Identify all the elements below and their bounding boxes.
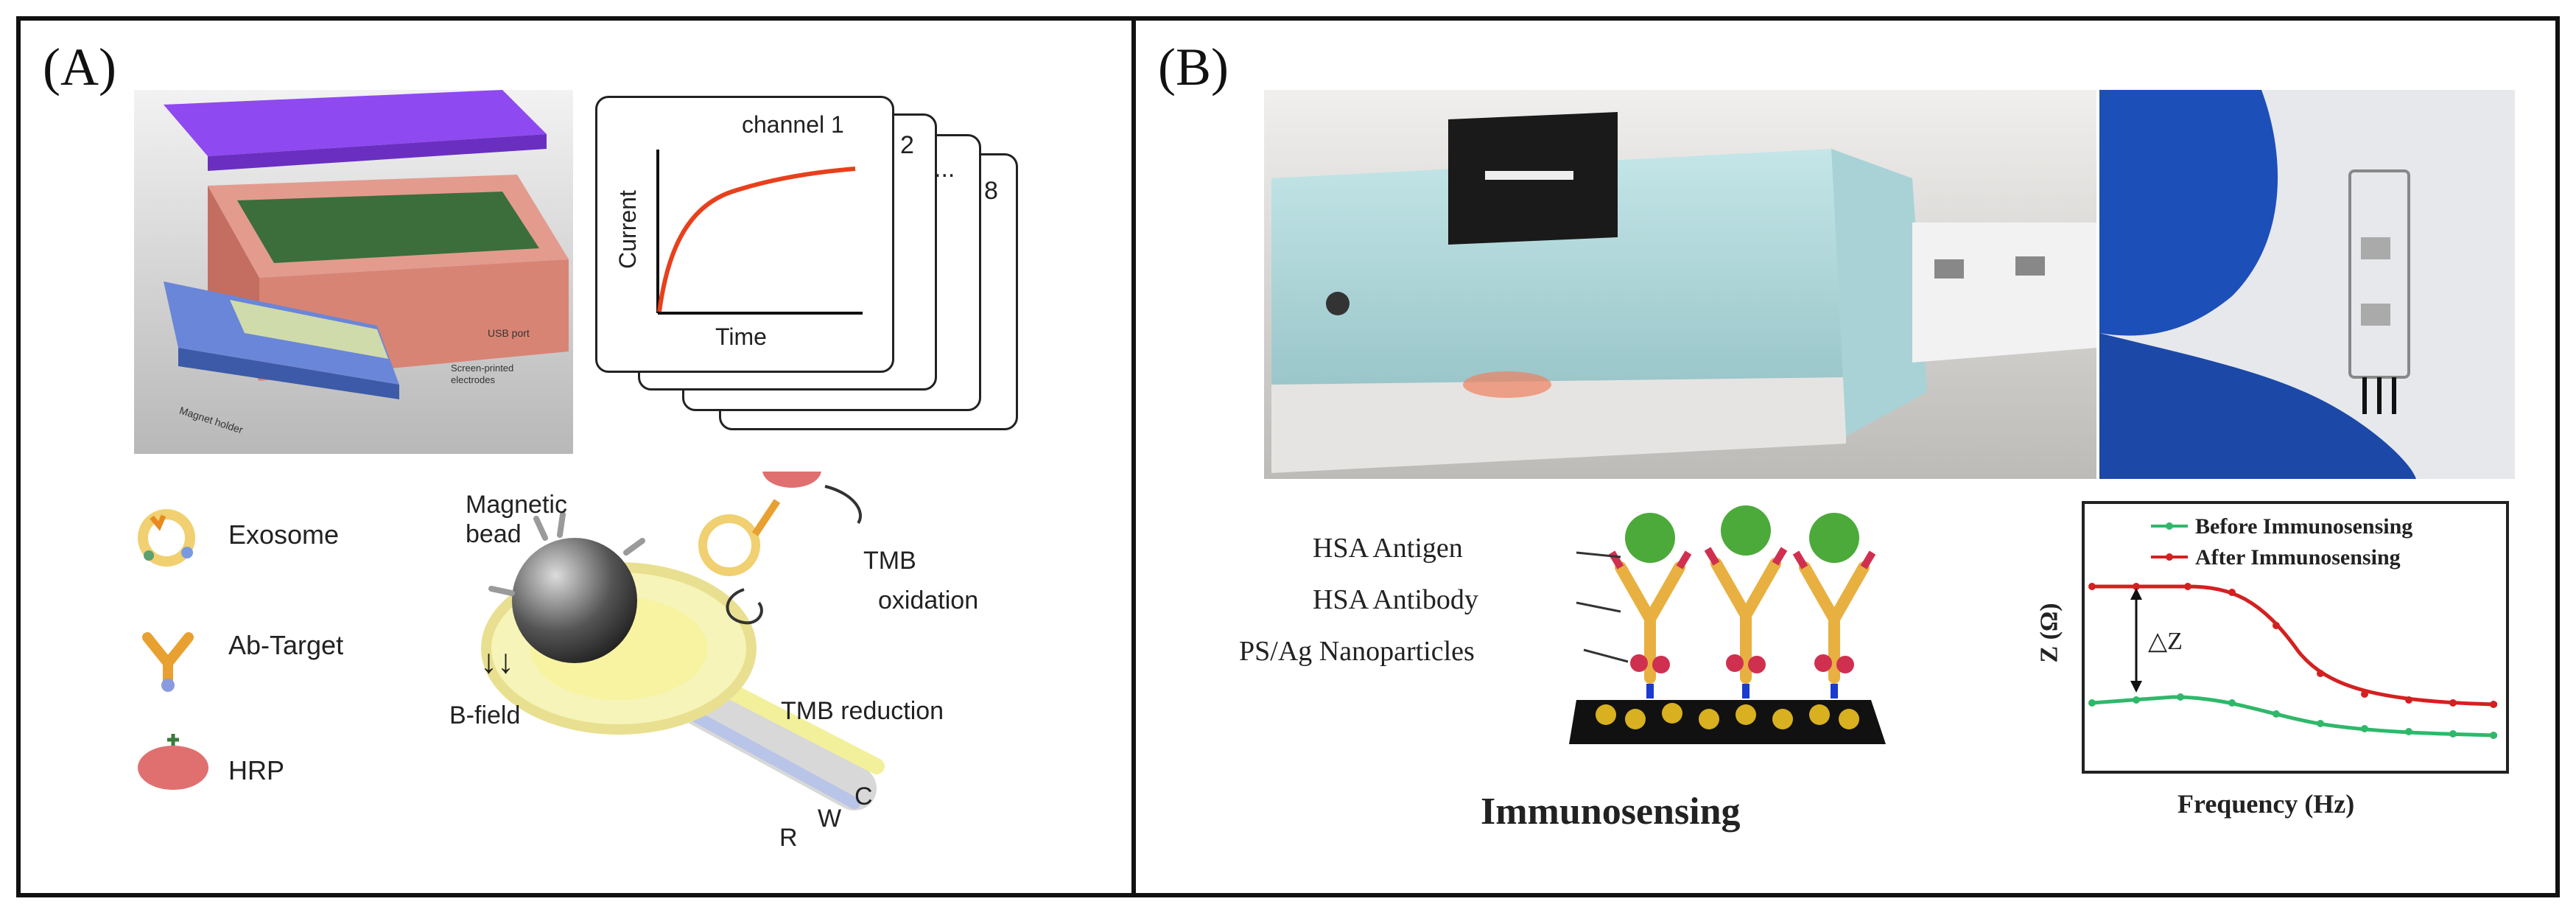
device-caption-electrodes: Screen-printed electrodes [451, 363, 514, 385]
electrode-r: R [779, 824, 798, 852]
exosome-icon [138, 509, 195, 567]
label-ps-ag-nanoparticles: PS/Ag Nanoparticles [1239, 636, 1475, 667]
impedance-plot: Before Immunosensing After Immunosensing… [2082, 501, 2509, 774]
legend-after: After Immunosensing [2195, 545, 2401, 570]
figure-frame [16, 16, 2560, 897]
bead-label-1: Magnetic [466, 491, 567, 519]
device-caption-usb: USB port [488, 327, 530, 339]
sensor-photo [2099, 90, 2515, 479]
hrp-icon [138, 734, 208, 790]
device-photo [1264, 90, 2096, 479]
channel-card-1: channel 1 Time Current [595, 96, 894, 373]
channel-card-number-2: 2 [900, 131, 914, 159]
immunosensing-schematic [1569, 505, 1886, 744]
electrode-c: C [854, 782, 873, 810]
legend-exosome: Exosome [228, 519, 340, 550]
channel-card-number-8: 8 [984, 177, 998, 205]
panel-b-label: (B) [1158, 38, 1229, 97]
bfield-label: B-field [449, 701, 521, 729]
impedance-xlabel: Frequency (Hz) [2177, 789, 2355, 819]
impedance-ylabel: Z (Ω) [2035, 603, 2063, 663]
channel-card-dots-label: ... [934, 155, 955, 183]
bead-label-2: bead [466, 520, 522, 548]
panel-a-label: (A) [43, 38, 116, 97]
bfield-arrows: ↓↓ [480, 642, 514, 680]
label-hsa-antigen: HSA Antigen [1313, 533, 1463, 564]
electrode-schematic [481, 472, 885, 810]
tmb-oxidation-1: TMB [863, 547, 916, 575]
legend-ab-target: Ab-Target [228, 630, 344, 660]
antibody-icon [142, 632, 194, 692]
immunosensing-title: Immunosensing [1481, 791, 1741, 833]
label-hsa-antibody: HSA Antibody [1313, 584, 1478, 615]
device-render: USB port Screen-printed electrodes Magne… [134, 90, 573, 454]
legend-hrp: HRP [228, 755, 285, 785]
plot-xlabel: Time [715, 323, 767, 350]
electrode-w: W [818, 805, 842, 833]
delta-z-label: △Z [2148, 628, 2183, 655]
channel-1-label: channel 1 [742, 111, 844, 138]
plot-ylabel: Current [614, 190, 641, 269]
legend-before: Before Immunosensing [2195, 514, 2413, 539]
tmb-reduction: TMB reduction [781, 697, 944, 725]
panel-divider [1131, 16, 1136, 897]
tmb-oxidation-2: oxidation [878, 586, 979, 614]
